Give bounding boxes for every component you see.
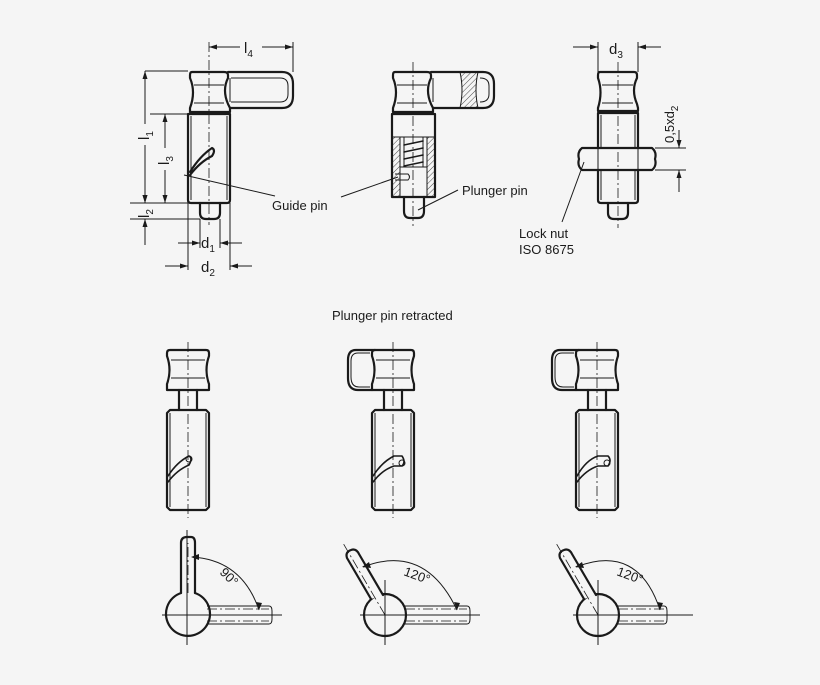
- dim-l1: l1: [136, 131, 156, 140]
- plunger-pin-label: Plunger pin: [462, 183, 528, 198]
- retracted-view-left: [165, 342, 211, 518]
- angle-view-90: 90°: [162, 530, 282, 645]
- dim-d1: d1: [201, 235, 215, 255]
- lock-nut-iso-label: ISO 8675: [519, 242, 574, 257]
- dim-d3: d3: [609, 41, 623, 61]
- dim-nut-offset: 0,5xd2: [662, 105, 681, 143]
- dim-l4: l4: [244, 40, 253, 60]
- section-title: Plunger pin retracted: [332, 308, 453, 323]
- angle-view-120-center: 120°: [342, 542, 480, 645]
- lock-nut-label: Lock nut: [519, 226, 569, 241]
- section-view: Plunger pin: [340, 62, 528, 226]
- front-view: d3 0,5xd2 Lock nut ISO 8675: [519, 41, 686, 257]
- dim-l2: l2: [136, 209, 156, 218]
- retracted-view-center: [346, 342, 416, 518]
- dim-d2: d2: [201, 259, 215, 279]
- dim-l3: l3: [156, 156, 176, 165]
- side-view: l4 l1 l3 l2 d1 d2 Guide pin: [130, 40, 328, 279]
- angle-label-right: 120°: [615, 564, 645, 587]
- angle-view-120-right: 120°: [555, 542, 693, 645]
- retracted-view-right: [550, 342, 620, 518]
- angle-label-left: 90°: [217, 565, 242, 590]
- guide-pin-label: Guide pin: [272, 198, 328, 213]
- angle-label-center: 120°: [402, 564, 432, 587]
